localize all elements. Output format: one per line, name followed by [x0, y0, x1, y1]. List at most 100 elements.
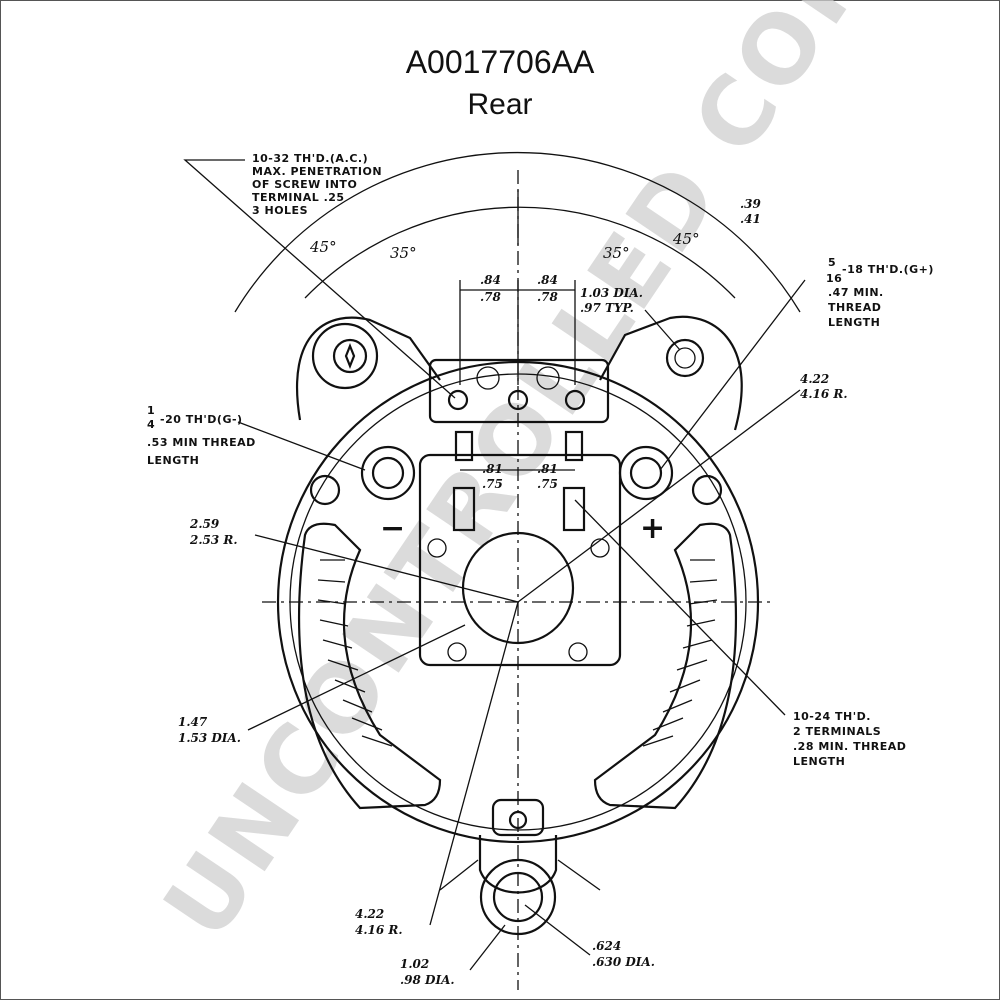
terminal-stud-right-top	[564, 430, 584, 462]
dim-radius-right-min: 4.16 R.	[800, 387, 848, 401]
leader-hole-dia	[644, 309, 681, 351]
top-terminal-block	[428, 358, 610, 424]
leader-bore-dia	[247, 624, 466, 731]
left-housing-nut	[309, 474, 341, 506]
dim-top-left-min: .78	[480, 290, 502, 304]
dim-pin-dia-max: .624	[592, 939, 621, 953]
dim-pin-dia-min: .630 DIA.	[592, 955, 655, 969]
plate-screw-bl	[447, 642, 467, 662]
bottom-mount-pad	[491, 798, 545, 837]
dim-mid-right-min: .75	[537, 477, 558, 491]
dim-boss-dia-max: 1.02	[400, 957, 429, 971]
note-g-minus-fraction-top: 1	[147, 404, 155, 417]
right-vent-slots	[642, 559, 718, 747]
note-term-line1: 10-24 TH'D.	[793, 710, 871, 723]
left-ear-fastener	[344, 343, 356, 369]
note-screw-line5: 3 HOLES	[252, 204, 308, 217]
dim-radius-bottom-min: 4.16 R.	[355, 923, 403, 937]
note-g-plus-line4: LENGTH	[828, 316, 880, 329]
note-g-plus-line2: .47 MIN.	[828, 286, 884, 299]
dim-mid-right-max: .81	[537, 462, 558, 476]
dim-radius-right-max: 4.22	[800, 372, 829, 386]
block-oval-left	[476, 366, 500, 390]
g-minus-stud-outer	[360, 445, 416, 501]
angle-right-inner: 35°	[603, 244, 630, 262]
dim-mid-left-min: .75	[482, 477, 503, 491]
ac-screw-hole-1	[447, 389, 469, 411]
leader-radius-bottom	[429, 601, 519, 926]
leader-terminals	[574, 499, 786, 716]
leader-radius-inner	[254, 534, 519, 603]
terminal-stud-left	[452, 486, 476, 532]
dim-mid-left-max: .81	[482, 462, 503, 476]
dim-hole-dia-min: .97 TYP.	[580, 301, 634, 315]
pivot-gussets	[439, 859, 601, 891]
leader-g-plus	[659, 279, 806, 471]
part-number-title: A0017706AA	[405, 44, 595, 80]
dim-radius-inner-max: 2.59	[189, 517, 220, 531]
note-screw-line4: TERMINAL .25	[252, 191, 345, 204]
outer-angle-arc	[234, 152, 801, 313]
leader-boss-dia	[469, 924, 506, 971]
note-g-minus-line2: .53 MIN THREAD	[147, 436, 256, 449]
note-screw-line3: OF SCREW INTO	[252, 178, 357, 191]
note-g-minus-line3: LENGTH	[147, 454, 199, 467]
leader-pin-dia	[524, 904, 591, 956]
dim-top-corner-min: .41	[740, 212, 761, 226]
negative-terminal-sign: −	[380, 511, 405, 546]
note-term-line4: LENGTH	[793, 755, 845, 768]
bottom-pivot-arm	[478, 835, 558, 894]
positive-terminal-sign: +	[640, 511, 665, 546]
note-g-plus-line3: THREAD	[828, 301, 881, 314]
angle-left-inner: 35°	[390, 244, 417, 262]
angle-right-outer: 45°	[672, 230, 700, 248]
left-vent-grille	[297, 522, 442, 810]
plate-screw-tl	[427, 538, 447, 558]
left-vent-slots	[317, 559, 393, 747]
note-g-plus-line1: -18 TH'D.(G+)	[842, 263, 934, 276]
right-ear-hole	[665, 338, 705, 378]
bottom-mount-hole	[508, 810, 528, 830]
g-plus-stud	[629, 456, 663, 490]
note-screw-line2: MAX. PENETRATION	[252, 165, 382, 178]
dim-top-corner-max: .39	[740, 197, 762, 211]
leader-ac-screw	[183, 159, 456, 399]
dim-boss-dia-min: .98 DIA.	[400, 973, 455, 987]
pivot-pin-bore	[492, 871, 544, 923]
left-mount-ear	[295, 316, 441, 421]
plate-screw-br	[568, 642, 588, 662]
note-screw-line1: 10-32 TH'D.(A.C.)	[252, 152, 368, 165]
dim-top-left-max: .84	[480, 273, 501, 287]
dim-bore-dia-max: 1.47	[178, 715, 208, 729]
dim-radius-bottom-max: 4.22	[355, 907, 384, 921]
regulator-plate	[418, 453, 622, 667]
inner-angle-arc	[304, 206, 736, 299]
terminal-stud-right	[562, 486, 586, 532]
pivot-boss	[479, 858, 557, 936]
note-term-line2: 2 TERMINALS	[793, 725, 881, 738]
right-mount-ear	[599, 315, 743, 431]
dim-top-right-min: .78	[537, 290, 559, 304]
ac-screw-hole-3	[564, 389, 586, 411]
note-g-minus-line1: -20 TH'D(G-)	[160, 413, 243, 426]
dim-top-right-max: .84	[537, 273, 558, 287]
leader-radius-right	[517, 389, 801, 603]
g-minus-stud	[371, 456, 405, 490]
left-ear-boss	[311, 322, 379, 390]
dim-radius-inner-min: 2.53 R.	[189, 533, 238, 547]
right-housing-nut	[691, 474, 723, 506]
note-term-line3: .28 MIN. THREAD	[793, 740, 906, 753]
g-plus-stud-outer	[618, 445, 674, 501]
note-g-plus-fraction-top: 5	[828, 256, 836, 269]
note-g-minus-fraction-bottom: 4	[147, 418, 155, 431]
right-vent-grille	[593, 522, 738, 810]
plate-screw-tr	[590, 538, 610, 558]
ac-screw-hole-2	[507, 389, 529, 411]
angle-left-outer: 45°	[309, 238, 337, 256]
terminal-stud-left-top	[454, 430, 474, 462]
right-ear-hole-inner	[674, 347, 696, 369]
dim-hole-dia-max: 1.03 DIA.	[580, 286, 643, 300]
dim-bore-dia-min: 1.53 DIA.	[178, 731, 241, 745]
leader-g-minus	[237, 421, 366, 471]
